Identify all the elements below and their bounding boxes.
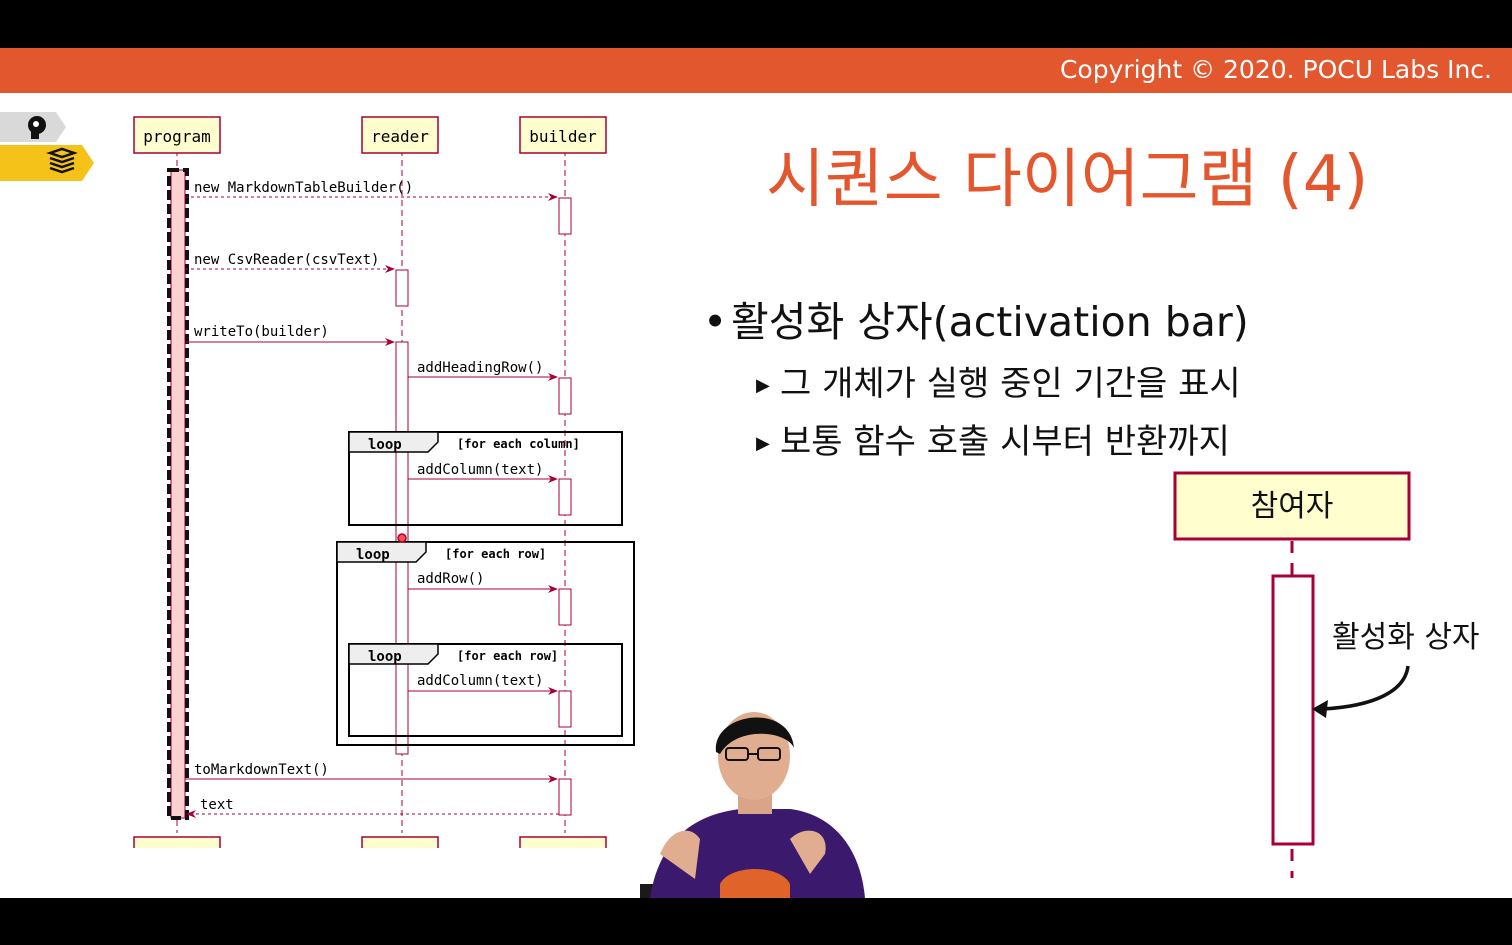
example-participant-box (1173, 471, 1411, 541)
head-gear-icon (28, 116, 46, 139)
participant-program-bottom: program (133, 836, 221, 848)
fragment-guard: [for each row] (445, 547, 546, 561)
message-to-markdown-text: toMarkdownText() (185, 762, 558, 783)
builder-activation-col2 (558, 690, 572, 728)
message-label: text (200, 797, 234, 813)
message-new-builder: new MarkdownTableBuilder() (185, 180, 558, 201)
message-add-row: addRow() (408, 571, 558, 593)
curved-arrow (1322, 665, 1410, 711)
builder-activation-col1 (558, 478, 572, 516)
builder-activation-tomd (558, 778, 572, 816)
participant-builder-top: builder (519, 116, 607, 154)
slide-title: 시퀀스 다이어그램 (4) (766, 143, 1369, 217)
slide: Copyright © 2020. POCU Labs Inc. (0, 48, 1512, 898)
message-label: new CsvReader(csvText) (194, 252, 379, 268)
participant-label: program (143, 846, 210, 848)
reader-activation-ctor (395, 269, 409, 307)
activation-bar-example: 참여자 활성화 상자 (1173, 471, 1480, 878)
fragment-keyword: loop (356, 547, 390, 563)
side-tab-lesson[interactable] (0, 143, 100, 187)
message-label: new MarkdownTableBuilder() (194, 180, 413, 196)
example-activation-label: 활성화 상자 (1332, 620, 1480, 655)
message-label: toMarkdownText() (194, 762, 329, 778)
bullet-sub-1: ▶그 개체가 실행 중인 기간을 표시 (756, 364, 1241, 404)
bullet-main-text: 활성화 상자(activation bar) (731, 298, 1249, 346)
loop-fragment-column: loop [for each column] (348, 431, 623, 526)
loop-fragment-inner-row: loop [for each row] (348, 643, 623, 737)
message-label: addHeadingRow() (417, 360, 543, 376)
header-bar: Copyright © 2020. POCU Labs Inc. (0, 48, 1512, 93)
participant-label: builder (529, 846, 597, 848)
copyright-text: Copyright © 2020. POCU Labs Inc. (1059, 55, 1492, 84)
message-label: addRow() (417, 571, 484, 587)
message-add-column-2: addColumn(text) (408, 673, 558, 695)
side-tab-concept[interactable] (0, 110, 70, 148)
builder-activation-heading (558, 377, 572, 415)
message-label: addColumn(text) (417, 673, 543, 689)
speaker-video (640, 712, 865, 898)
participant-reader-bottom: reader (361, 836, 439, 848)
bullet-sub-2-text: 보통 함수 호출 시부터 반환까지 (780, 422, 1230, 462)
pointer-dot (397, 533, 407, 543)
message-add-column-1: addColumn(text) (408, 462, 558, 483)
fragment-keyword: loop (368, 649, 402, 665)
participant-label: reader (371, 846, 429, 848)
message-new-reader: new CsvReader(csvText) (185, 252, 395, 273)
message-return-text: text (186, 797, 559, 818)
example-activation-box (1271, 574, 1315, 846)
builder-activation-row (558, 588, 572, 626)
message-label: writeTo(builder) (194, 324, 329, 340)
builder-activation-ctor (558, 197, 572, 235)
participant-builder-bottom: builder (519, 836, 607, 848)
sequence-diagram: program reader builder program reader bu… (133, 116, 635, 848)
message-label: addColumn(text) (417, 462, 543, 478)
message-add-heading-row: addHeadingRow() (408, 360, 558, 381)
participant-reader-top: reader (361, 116, 439, 154)
books-icon (46, 147, 78, 174)
participant-program-top: program (133, 116, 221, 154)
fragment-guard: [for each row] (457, 649, 558, 663)
bullet-sub-2: ▶보통 함수 호출 시부터 반환까지 (756, 422, 1230, 462)
message-writeto: writeTo(builder) (185, 324, 395, 346)
bullet-main: •활성화 상자(activation bar) (703, 298, 1249, 346)
participant-label: builder (529, 127, 597, 146)
participant-label: program (143, 127, 210, 146)
fragment-keyword: loop (368, 437, 402, 453)
example-participant-label: 참여자 (1251, 489, 1334, 524)
program-activation-bar (167, 168, 189, 820)
bullet-sub-1-text: 그 개체가 실행 중인 기간을 표시 (780, 364, 1241, 404)
loop-fragment-row: loop [for each row] (336, 541, 635, 746)
participant-label: reader (371, 127, 429, 146)
fragment-guard: [for each column] (457, 437, 580, 451)
